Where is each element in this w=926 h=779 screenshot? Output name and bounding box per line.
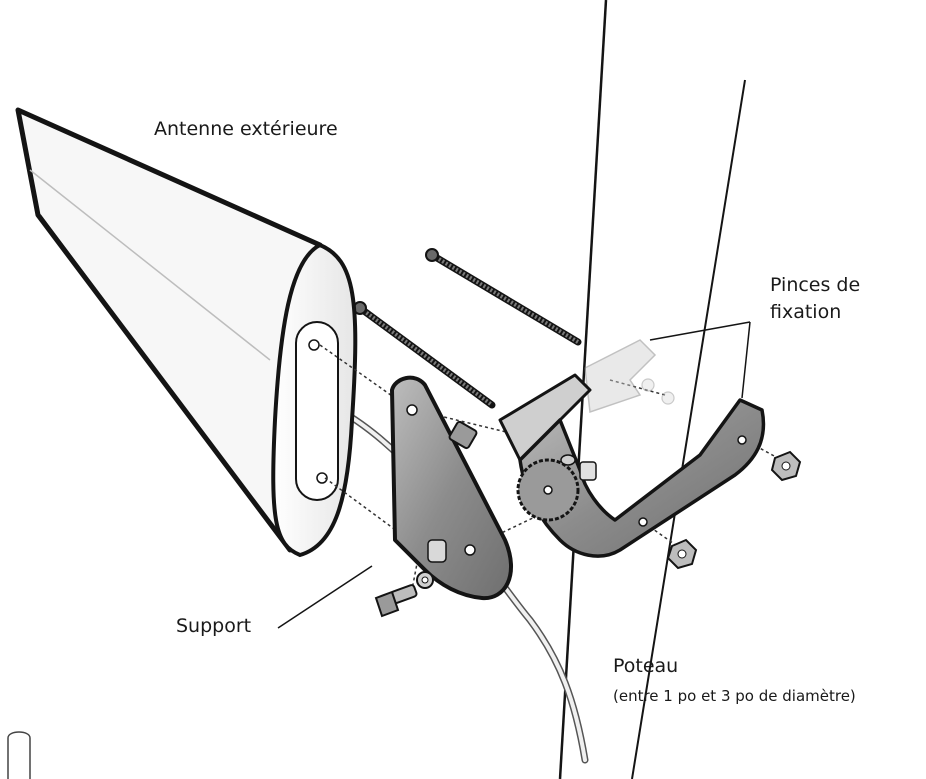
hex-nut-bottom <box>666 538 698 570</box>
clamp-bracket <box>498 373 766 558</box>
label-pole: Poteau <box>613 655 679 677</box>
hex-bolt-small <box>448 420 478 450</box>
label-pole-note: (entre 1 po et 3 po de diamètre) <box>613 687 856 705</box>
label-antenna: Antenne extérieure <box>154 118 338 140</box>
hex-nut-right <box>770 450 802 482</box>
support-bracket <box>390 375 513 601</box>
mounting-bolt <box>374 571 434 618</box>
corner-fragment <box>7 731 31 779</box>
label-clamps-line2: fixation <box>770 301 842 323</box>
threaded-rod-upper <box>425 248 582 346</box>
label-support: Support <box>176 615 252 637</box>
label-leader-lines <box>277 321 751 629</box>
ghost-clamp-upper <box>584 339 675 414</box>
outdoor-antenna <box>15 107 358 558</box>
threaded-rod-lower <box>353 301 496 409</box>
label-clamps-line1: Pinces de <box>770 274 861 296</box>
